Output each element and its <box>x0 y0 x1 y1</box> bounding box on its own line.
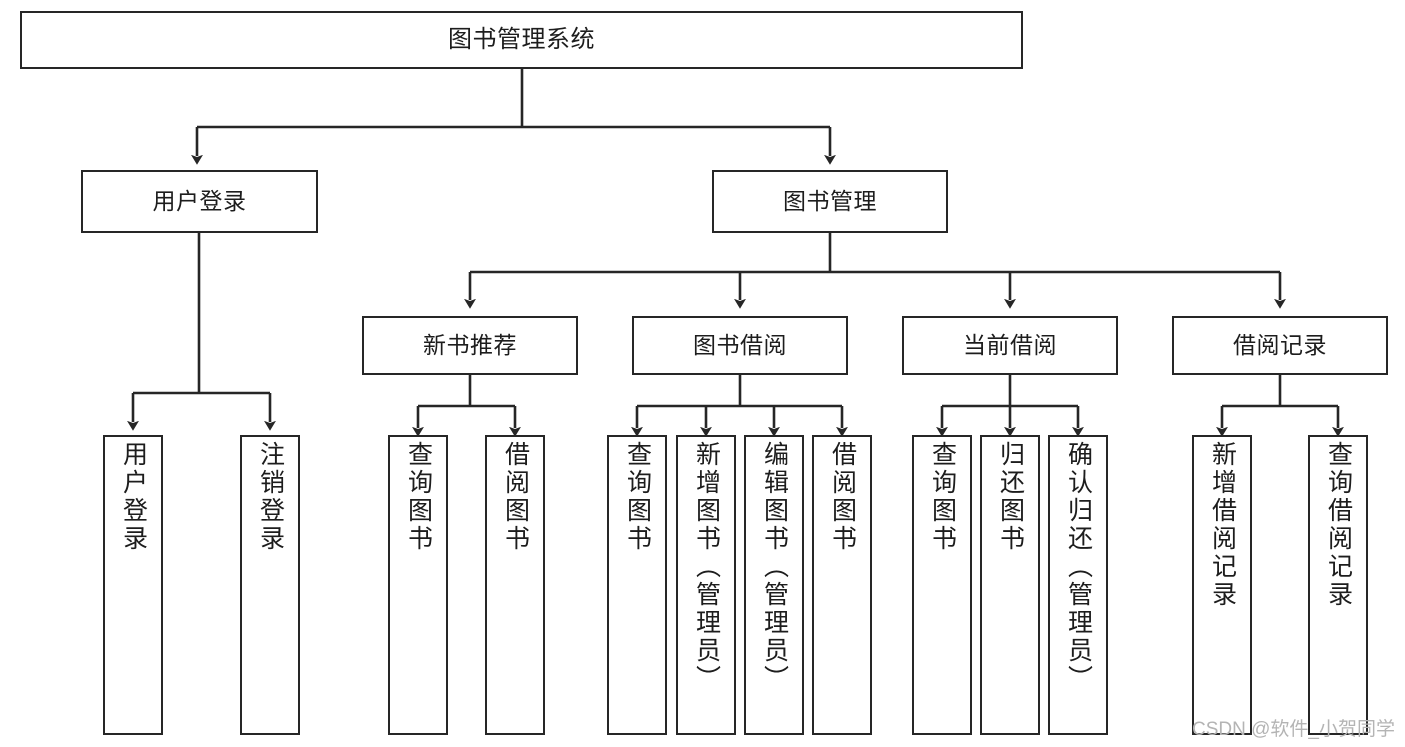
node-label: 借阅图书 <box>828 441 857 553</box>
node-label: 图书管理系统 <box>448 25 595 53</box>
leaf-borrow-book-recommend[interactable]: 借阅图书 <box>485 435 545 735</box>
node-label: 图书借阅 <box>693 331 787 358</box>
leaf-logout[interactable]: 注销登录 <box>240 435 300 735</box>
leaf-borrow-book[interactable]: 借阅图书 <box>812 435 872 735</box>
leaf-query-book-recommend[interactable]: 查询图书 <box>388 435 448 735</box>
node-current-borrow[interactable]: 当前借阅 <box>902 316 1118 375</box>
leaf-confirm-return[interactable]: 确认归还（管理员） <box>1048 435 1108 735</box>
node-label: 当前借阅 <box>963 331 1057 358</box>
node-label: 查询图书 <box>404 441 433 553</box>
node-label: 用户登录 <box>119 441 148 553</box>
leaf-query-book-current[interactable]: 查询图书 <box>912 435 972 735</box>
leaf-edit-book[interactable]: 编辑图书（管理员） <box>744 435 804 735</box>
node-new-book-recommend[interactable]: 新书推荐 <box>362 316 578 375</box>
node-label: 新增借阅记录 <box>1208 441 1237 609</box>
csdn-watermark: CSDN @软件_小贺同学 <box>1192 719 1395 740</box>
node-user-login[interactable]: 用户登录 <box>81 170 318 233</box>
node-label: 归还图书 <box>996 441 1025 553</box>
leaf-return-book[interactable]: 归还图书 <box>980 435 1040 735</box>
node-label: 图书管理 <box>783 187 877 214</box>
node-label: 查询图书 <box>623 441 652 553</box>
node-root-system[interactable]: 图书管理系统 <box>20 11 1023 69</box>
leaf-add-book[interactable]: 新增图书（管理员） <box>676 435 736 735</box>
node-label: 查询借阅记录 <box>1324 441 1353 609</box>
node-label: 借阅记录 <box>1233 331 1327 358</box>
leaf-query-borrow-record[interactable]: 查询借阅记录 <box>1308 435 1368 735</box>
node-label: 新增图书（管理员） <box>692 441 721 693</box>
node-book-borrow[interactable]: 图书借阅 <box>632 316 848 375</box>
node-borrow-record[interactable]: 借阅记录 <box>1172 316 1388 375</box>
node-label: 新书推荐 <box>423 331 517 358</box>
leaf-user-login[interactable]: 用户登录 <box>103 435 163 735</box>
node-label: 查询图书 <box>928 441 957 553</box>
node-label: 编辑图书（管理员） <box>760 441 789 693</box>
leaf-query-book-borrow[interactable]: 查询图书 <box>607 435 667 735</box>
node-label: 借阅图书 <box>501 441 530 553</box>
leaf-add-borrow-record[interactable]: 新增借阅记录 <box>1192 435 1252 735</box>
node-label: 确认归还（管理员） <box>1064 441 1093 693</box>
node-book-manage[interactable]: 图书管理 <box>712 170 948 233</box>
node-label: 用户登录 <box>152 187 247 214</box>
node-label: 注销登录 <box>256 441 285 553</box>
